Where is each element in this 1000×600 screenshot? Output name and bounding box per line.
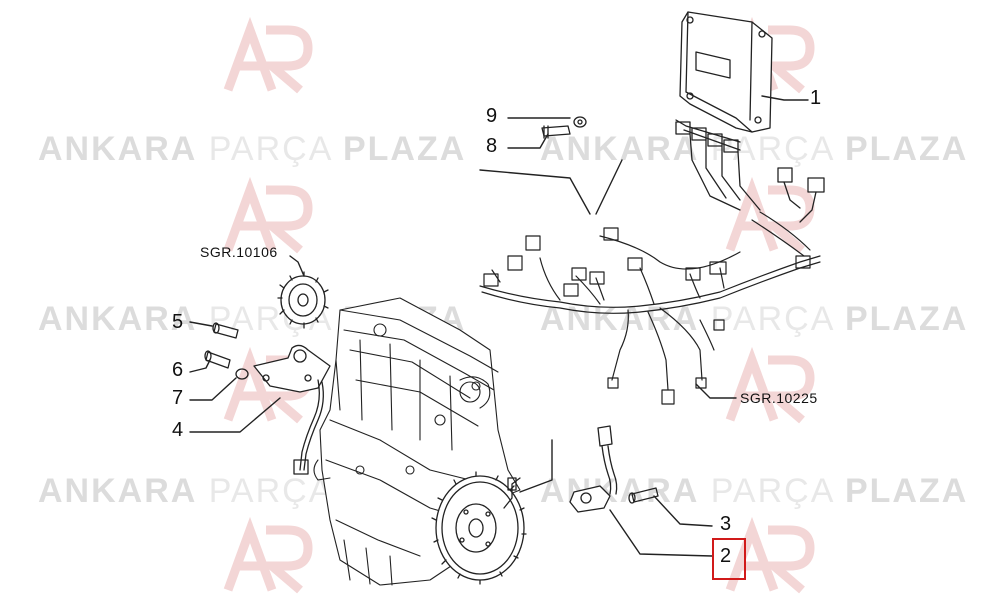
flywheel-pointer [519,439,553,493]
highlight-part-2[interactable] [712,538,746,580]
bolt-8 [541,125,571,139]
callout-5: 5 [172,311,184,333]
watermark-logo-1 [228,30,308,90]
callout-9: 9 [486,105,498,127]
callout-3: 3 [720,513,732,535]
flywheel-sensor-wire [503,477,521,509]
gear-pulley [277,271,329,329]
watermark-row-1: ANKARA PARÇA PLAZA [38,130,467,168]
watermark-row-6: ANKARA PARÇA PLAZA [540,472,969,510]
ecu-connectors [675,121,825,223]
washer-7 [235,368,249,380]
watermark-logo-3 [228,190,308,250]
bolt-3 [628,487,659,504]
sensor-bracket [253,344,331,475]
watermark-logo-4 [730,190,810,250]
harness-pointer [479,159,623,215]
callout-6: 6 [172,359,184,381]
ecu-unit [675,11,773,151]
ref-sgr-10106: SGR.10106 [200,244,278,260]
ref-sgr-10225: SGR.10225 [740,390,818,406]
flywheel [431,471,527,585]
crankshaft-sensor [569,425,618,513]
callout-1: 1 [810,87,822,109]
callout-8: 8 [486,135,498,157]
callout-7: 7 [172,387,184,409]
callout-4: 4 [172,419,184,441]
callout-2: 2 [720,545,732,567]
watermark-row-4: ANKARA PARÇA PLAZA [540,300,969,338]
leader-lines [189,95,809,557]
bolt-6 [204,350,231,369]
washer-9 [573,116,587,128]
wiring-harness [479,211,821,405]
watermark-row-2: ANKARA PARÇA PLAZA [540,130,969,168]
watermark-logo-7 [228,530,308,590]
bolt-5 [212,322,239,339]
